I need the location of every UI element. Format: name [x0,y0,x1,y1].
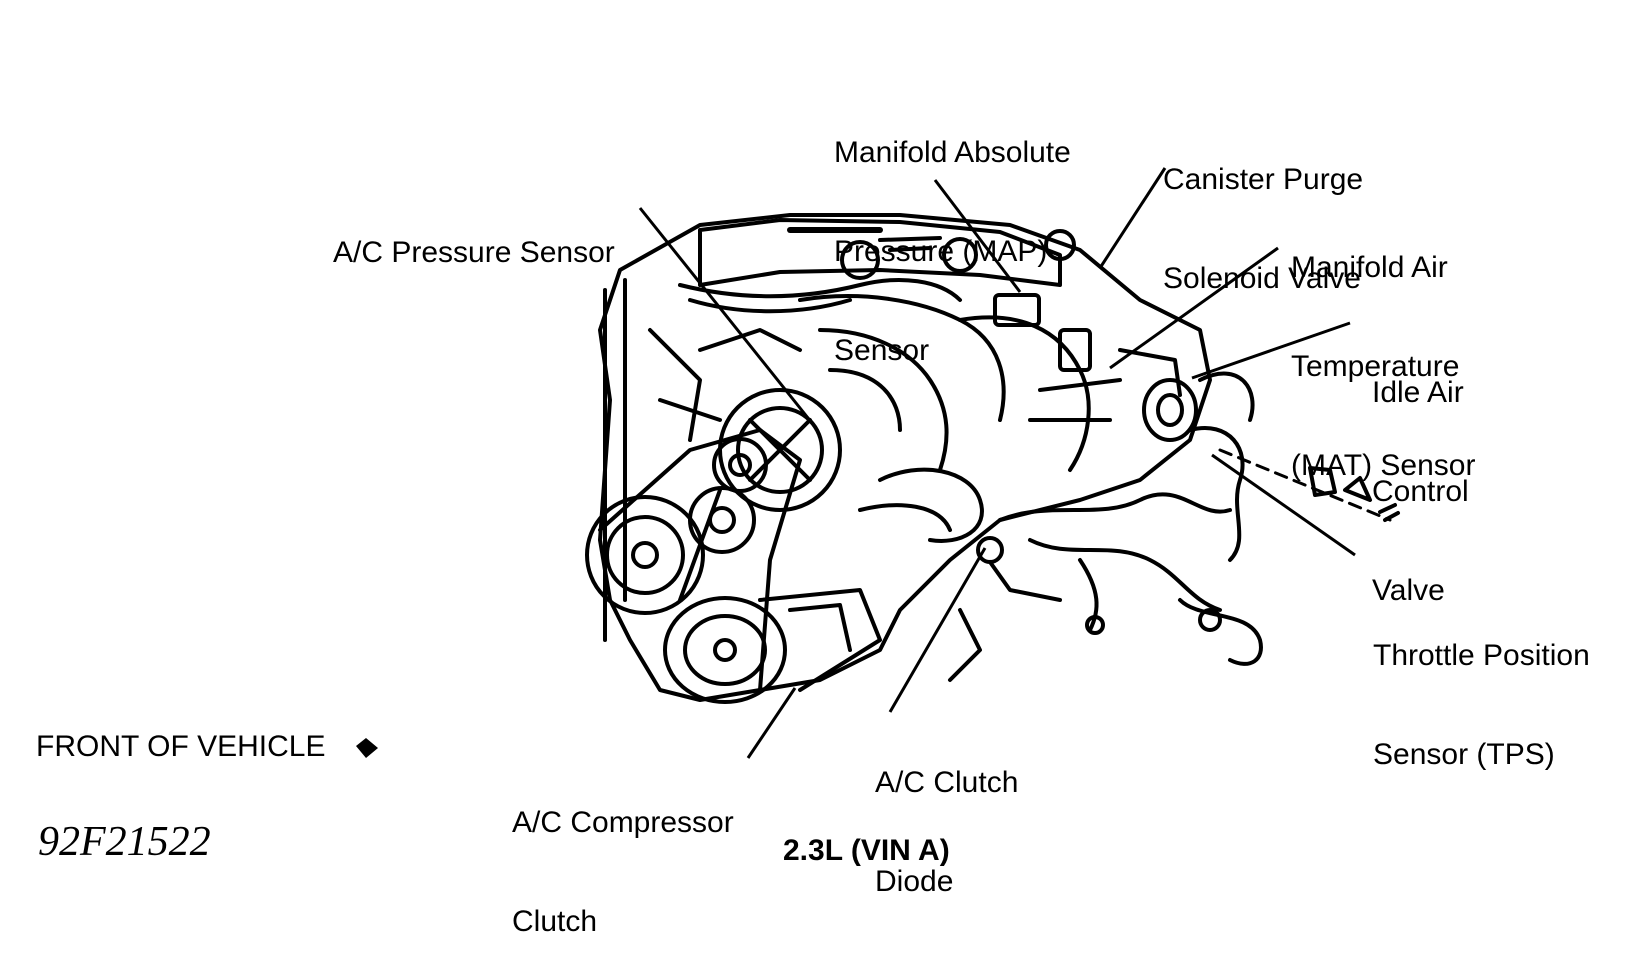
leader-canister [1098,167,1167,269]
label-ac-pressure-sensor: A/C Pressure Sensor [333,236,615,269]
label-mat-sensor: Manifold Air Temperature (MAT) Sensor [1291,251,1476,482]
front-arrow-icon [356,738,378,758]
engine-caption: 2.3L (VIN A) [783,834,950,867]
label-tps: Throttle Position Sensor (TPS) [1373,639,1590,771]
label-ac-clutch-diode: A/C Clutch Diode [875,766,1019,898]
leader-iac [1191,321,1351,380]
figure-id: 92F21522 [38,819,211,865]
label-canister-purge: Canister Purge Solenoid Valve [1163,163,1364,295]
leader-compressor [746,687,797,759]
leader-tps [1211,453,1356,557]
leader-diode [888,547,987,713]
engine-illustration [585,213,1400,704]
front-of-vehicle-label: FRONT OF VEHICLE [36,730,326,763]
engine-diagram [356,167,1400,759]
leader-ac-pressure [638,207,810,419]
leader-mat [1109,246,1279,370]
label-ac-compressor-clutch: A/C Compressor Clutch [512,806,734,938]
leader-map [933,179,1022,293]
label-idle-air-control: Idle Air Control Valve [1372,376,1469,607]
leader-lines [638,167,1356,759]
label-map-sensor: Manifold Absolute Pressure (MAP) Sensor [834,136,1071,367]
